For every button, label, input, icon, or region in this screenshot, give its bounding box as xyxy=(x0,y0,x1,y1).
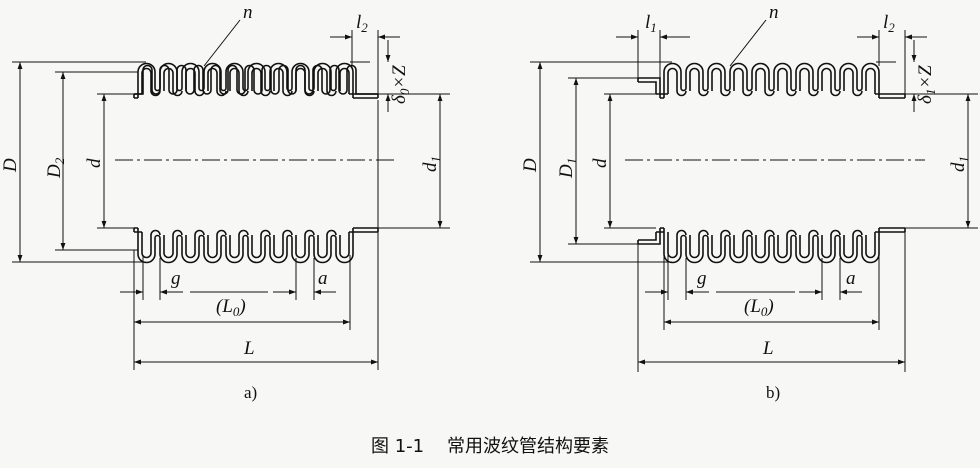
label-l1-b: l1 xyxy=(645,12,657,35)
caption-b: b) xyxy=(766,383,780,402)
figure-caption: 图 1-1 常用波纹管结构要素 xyxy=(371,436,609,457)
label-delta1-b: δ1×Z xyxy=(915,65,938,104)
label-l2-a: l2 xyxy=(356,12,368,35)
label-D-a: D xyxy=(0,158,21,173)
label-D-b: D xyxy=(520,158,541,173)
label-d-a: d xyxy=(84,158,105,168)
bellows-b-convolutions xyxy=(637,62,906,264)
label-delta0-a: δ0×Z xyxy=(389,65,412,104)
label-a-b: a xyxy=(846,268,856,289)
label-L-b: L xyxy=(762,338,774,359)
label-n-b: n xyxy=(769,2,779,23)
figure-a: n l2 δ0×Z D D2 d d1 g a (L0) L a) xyxy=(0,2,450,402)
leader-n-b xyxy=(729,19,767,67)
label-g-a: g xyxy=(171,268,181,289)
label-a-a: a xyxy=(318,268,328,289)
label-l2-b: l2 xyxy=(883,12,895,35)
label-d1-a: d1 xyxy=(420,156,443,172)
label-D1-b: D1 xyxy=(556,158,579,179)
bellows-a-convolutions xyxy=(133,62,379,264)
label-d1-b: d1 xyxy=(948,156,971,172)
label-L-a: L xyxy=(243,338,255,359)
figure-b: l1 n l2 δ1×Z D D1 d d1 g a (L0) L b) xyxy=(520,2,978,402)
label-n-a: n xyxy=(243,2,253,23)
caption-a: a) xyxy=(244,383,257,402)
label-D2-a: D2 xyxy=(44,157,67,179)
leader-n-a xyxy=(203,19,241,67)
label-g-b: g xyxy=(697,268,707,289)
label-d-b: d xyxy=(590,158,611,168)
label-L0-b: (L0) xyxy=(744,296,774,319)
label-L0-a: (L0) xyxy=(216,296,246,319)
